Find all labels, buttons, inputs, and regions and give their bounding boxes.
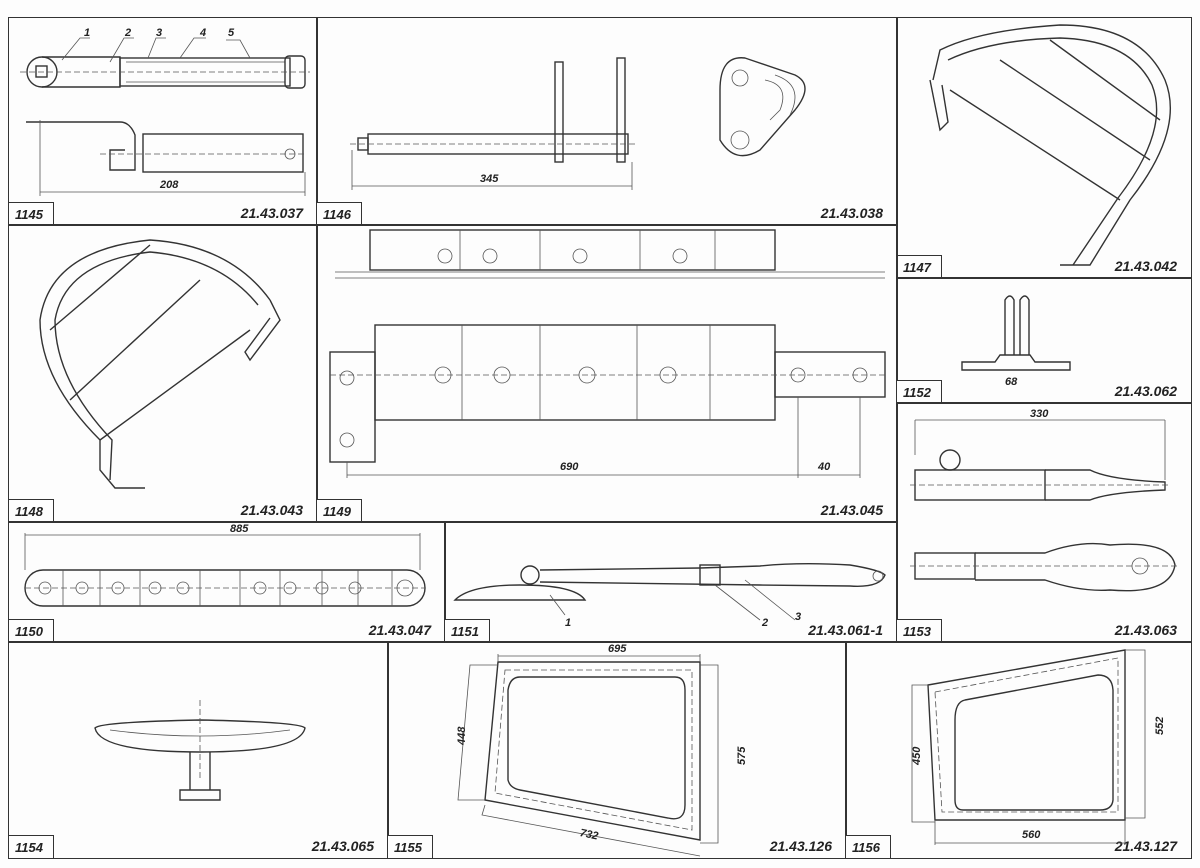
figure-number: 1149 — [317, 499, 362, 522]
dimension-208: 208 — [159, 179, 179, 191]
callout-5: 5 — [228, 27, 235, 39]
panel-1154: 1154 21.43.065 — [8, 641, 389, 859]
panel-1152: 1152 21.43.062 — [896, 277, 1192, 404]
part-code: 21.43.061-1 — [808, 622, 883, 638]
drawing-1145-spring-rod: 1 2 3 4 5 208 — [20, 27, 310, 196]
part-code: 21.43.038 — [820, 205, 883, 221]
callout-1: 1 — [565, 617, 571, 629]
part-code: 21.43.065 — [311, 838, 374, 854]
dimension-40: 40 — [817, 461, 831, 473]
dimension-450: 450 — [911, 746, 923, 766]
figure-number: 1151 — [445, 619, 490, 642]
panel-1149: 1149 21.43.045 — [316, 224, 898, 523]
figure-number: 1156 — [846, 835, 891, 858]
dimension-448: 448 — [456, 726, 468, 746]
dimension-330: 330 — [1030, 408, 1049, 420]
figure-number: 1154 — [9, 835, 54, 858]
figure-number: 1145 — [9, 202, 54, 225]
drawing-1146-shaft: 345 — [350, 57, 806, 190]
figure-number: 1153 — [897, 619, 942, 642]
figure-number: 1148 — [9, 499, 54, 522]
figure-number: 1152 — [897, 380, 942, 403]
panel-1145: 1145 21.43.037 — [8, 17, 318, 226]
part-code: 21.43.127 — [1114, 838, 1177, 854]
panel-1148: 1148 21.43.043 — [8, 224, 318, 523]
figure-number: 1146 — [317, 202, 362, 225]
drawing-1147-guard-frame — [929, 24, 1172, 266]
panel-1155: 1155 21.43.126 — [387, 641, 847, 859]
drawing-1156-window-frame: 450 552 560 — [911, 649, 1166, 845]
callout-2: 2 — [761, 617, 768, 629]
callout-1: 1 — [84, 27, 90, 39]
drawing-1150-hinge-strip: 885 — [24, 523, 426, 607]
dimension-695: 695 — [608, 643, 627, 655]
figure-number: 1150 — [9, 619, 54, 642]
part-code: 21.43.126 — [769, 838, 832, 854]
drawing-1151-stay-rod: 1 2 3 — [453, 563, 886, 629]
dimension-552: 552 — [1154, 717, 1166, 735]
drawing-1149-hinge: 690 40 — [329, 229, 886, 478]
part-code: 21.43.043 — [240, 502, 303, 518]
drawing-1155-window-frame: 695 448 575 732 — [456, 643, 748, 857]
part-code: 21.43.062 — [1114, 383, 1177, 399]
dimension-560: 560 — [1022, 829, 1041, 841]
callout-3: 3 — [795, 611, 801, 623]
figure-number: 1155 — [388, 835, 433, 858]
panel-1147: 1147 21.43.042 — [896, 17, 1192, 279]
part-code: 21.43.042 — [1114, 258, 1177, 274]
callout-2: 2 — [124, 27, 131, 39]
panel-1151: 1151 21.43.061-1 — [444, 521, 898, 643]
part-code: 21.43.045 — [820, 502, 883, 518]
drawing-1154-lamp — [94, 700, 306, 801]
figure-number: 1147 — [897, 255, 942, 278]
callout-3: 3 — [156, 27, 162, 39]
dimension-885: 885 — [230, 523, 249, 535]
part-code: 21.43.037 — [240, 205, 303, 221]
panel-1153: 1153 21.43.063 — [896, 402, 1192, 643]
drawing-1153-strut: 330 — [910, 408, 1180, 592]
dimension-345: 345 — [480, 173, 499, 185]
dimension-575: 575 — [736, 746, 748, 765]
dimension-732: 732 — [579, 827, 599, 843]
part-code: 21.43.047 — [368, 622, 431, 638]
panel-1156: 1156 21.43.127 — [845, 641, 1192, 859]
part-code: 21.43.063 — [1114, 622, 1177, 638]
drawing-1148-guard-frame — [39, 239, 281, 489]
drawing-1152-bracket: 68 — [961, 295, 1071, 388]
callout-4: 4 — [199, 27, 206, 39]
dimension-68: 68 — [1005, 376, 1018, 388]
panel-1150: 1150 21.43.047 — [8, 521, 446, 643]
dimension-690: 690 — [560, 461, 579, 473]
panel-1146: 1146 21.43.038 — [316, 17, 898, 226]
